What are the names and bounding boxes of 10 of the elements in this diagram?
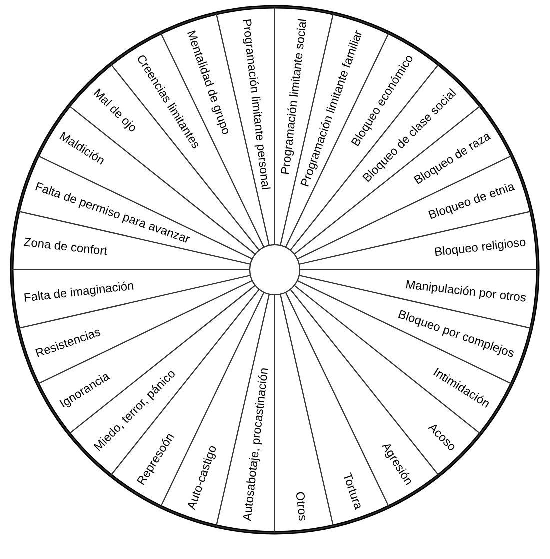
segment-label: Falta de imaginación xyxy=(22,278,134,306)
segment-label: Autosabotaje, procastinación xyxy=(240,367,271,522)
segment-label: Mal de ojo xyxy=(91,86,140,136)
segment-label: Manipulación por otros xyxy=(405,278,528,306)
segment-label: Bloqueo religioso xyxy=(434,234,528,259)
segment-label: Programación limitante personal xyxy=(240,18,273,190)
segment-label: Otros xyxy=(293,491,311,522)
segment-label: Bloqueo de etnia xyxy=(426,180,516,223)
segment-label: Tortura xyxy=(340,471,366,512)
segment-label: Zona de confort xyxy=(22,234,108,258)
